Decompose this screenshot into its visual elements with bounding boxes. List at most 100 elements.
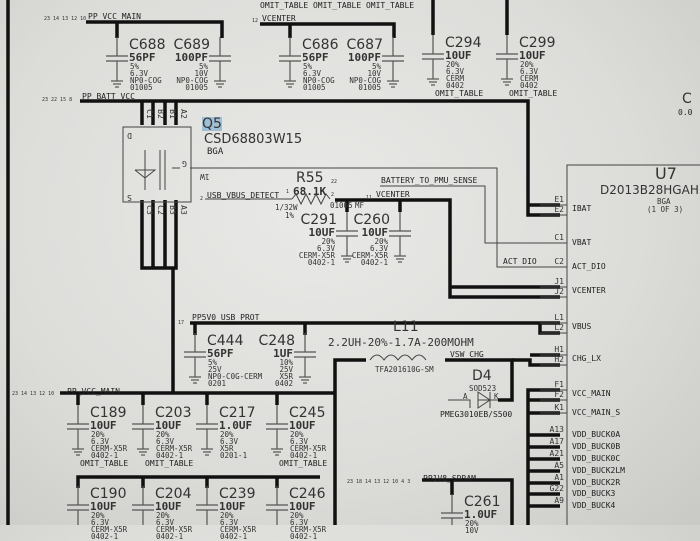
u7-pin-number: C1 xyxy=(554,233,564,242)
capacitor-spec: CERM xyxy=(446,74,465,83)
d4-anode: A xyxy=(463,392,468,401)
capacitor-spec: 20% xyxy=(290,430,304,439)
net-label-vcenter: VCENTER xyxy=(262,14,296,23)
d4-part: PMEG3010EB/S500 xyxy=(440,410,513,419)
q5-body-diode xyxy=(134,169,157,179)
capacitor-ref: C687 xyxy=(346,37,384,53)
wire-vcenter-mid xyxy=(335,198,560,299)
wire-q5-source xyxy=(140,200,178,270)
wire-vcenter-top xyxy=(260,22,396,38)
capacitor-spec: 6.3V xyxy=(446,67,465,76)
capacitor-ref: C444 xyxy=(207,333,244,349)
capacitor-value: 10UF xyxy=(445,49,472,62)
capacitor-spec: 6.3V xyxy=(303,69,322,78)
capacitor-spec: 6.3V xyxy=(369,244,388,253)
capacitor-spec: 20% xyxy=(220,511,234,520)
u7-pin-name: VDD_BUCK2R xyxy=(572,478,621,487)
capacitor-value: 10UF xyxy=(219,500,246,513)
net-refs: 23 18 14 13 12 10 4 3 xyxy=(347,479,411,485)
net-refs: 12 xyxy=(252,18,259,24)
capacitor-spec: 01005 xyxy=(185,83,208,92)
r55-power: 1/32W xyxy=(275,203,298,212)
u7-section: (1 OF 3) xyxy=(647,205,684,214)
capacitor-value: 100PF xyxy=(347,51,381,64)
capacitor-spec: CERM-X5R xyxy=(290,525,327,534)
capacitor-spec: 10V xyxy=(465,526,479,535)
capacitor-spec: 0402-1 xyxy=(290,532,318,541)
capacitor-ref: C261 xyxy=(464,494,501,510)
inductor-l11-symbol xyxy=(369,354,427,361)
u7-pin-name: IBAT xyxy=(572,204,592,213)
capacitor-spec: 0402-1 xyxy=(290,451,318,460)
capacitor-ref: C189 xyxy=(90,405,127,421)
wire-act-dio xyxy=(190,167,567,268)
u7-pin-number: A5 xyxy=(554,461,564,470)
capacitor-symbols xyxy=(67,35,518,525)
resistor-r55-symbol xyxy=(291,192,331,206)
capacitor-spec: 0402 xyxy=(446,81,465,90)
q5-pin: C3 xyxy=(144,205,154,215)
capacitor-ref: C294 xyxy=(445,35,482,51)
u7-pin-name: VDD_BUCK3 xyxy=(572,489,616,498)
net-label-pp-batt-vcc: PP_BATT_VCC xyxy=(82,92,135,101)
u7-pin-name: VDD_BUCK0C xyxy=(572,454,621,463)
l11-value: 2.2UH-20%-1.7A-200MOHM xyxy=(328,336,474,349)
u7-pin-number: J2 xyxy=(554,287,564,296)
wire-charger xyxy=(333,358,366,525)
u7-pin-number: E1 xyxy=(554,195,564,204)
capacitor-ref: C260 xyxy=(353,212,391,228)
net-refs: 23 14 13 12 10 xyxy=(44,16,87,22)
capacitor-value: 56PF xyxy=(129,51,156,64)
u7-pin-name: ACT_DIO xyxy=(572,262,606,271)
capacitor-value: 56PF xyxy=(302,51,329,64)
r55-pin2: 2 xyxy=(331,192,335,198)
r55-ref: R55 xyxy=(296,170,324,186)
capacitor-spec: 10V xyxy=(194,69,208,78)
u7-pin-name: VCENTER xyxy=(572,286,606,295)
capacitor-value: 10UF xyxy=(308,226,336,239)
d4-package: SOD523 xyxy=(469,384,497,393)
r55-tolerance: 1% xyxy=(285,211,295,220)
u7-pin-number: C2 xyxy=(554,257,564,266)
net-refs: 22 xyxy=(331,179,338,185)
capacitor-omit-tag: OMIT_TABLE xyxy=(80,459,129,468)
capacitor-spec: CERM-X5R xyxy=(351,251,388,260)
u7-pin-number: A21 xyxy=(549,449,564,458)
net-label-usb-vbus-detect: USB_VBUS_DETECT xyxy=(207,191,280,200)
capacitor-ref: C245 xyxy=(289,405,326,421)
capacitor-spec: 6.3V xyxy=(91,437,110,446)
omit-table-tags: OMIT_TABLE OMIT_TABLE OMIT_TABLE xyxy=(260,1,415,10)
capacitor-spec: CERM-X5R xyxy=(220,525,257,534)
capacitor-ref: C203 xyxy=(155,405,192,421)
capacitor-spec: 01005 xyxy=(358,83,381,92)
net-label-act-dio: ACT DIO xyxy=(503,257,537,266)
u7-body xyxy=(566,164,700,525)
capacitor-ref: C217 xyxy=(219,405,256,421)
capacitor-ref: C291 xyxy=(300,212,338,228)
capacitor-spec: 5% xyxy=(371,62,381,71)
capacitor-spec: X5R xyxy=(279,372,293,381)
capacitor-spec: 01005 xyxy=(130,83,153,92)
u7-pin-name: VCC_MAIN_S xyxy=(572,408,621,417)
capacitor-value: 10UF xyxy=(361,226,389,239)
q5-pin: A2 xyxy=(178,109,188,119)
q5-ref[interactable]: Q5 xyxy=(202,116,222,132)
q5-pin: A3 xyxy=(178,205,188,215)
capacitor-spec: 01005 xyxy=(303,83,326,92)
net-label-pp-vcc-main: PP_VCC_MAIN xyxy=(67,387,120,396)
capacitor-value: 10UF xyxy=(289,419,316,432)
capacitor-spec: CERM-X5R xyxy=(156,525,193,534)
net-refs: 2 xyxy=(200,196,204,202)
capacitor-spec: 6.3V xyxy=(316,244,335,253)
net-label-vcenter: VCENTER xyxy=(376,190,410,199)
capacitor-spec: 20% xyxy=(156,511,170,520)
capacitor-spec: NP0-C0G-CERM xyxy=(208,372,263,381)
capacitor-spec: 6.3V xyxy=(220,518,239,527)
net-refs: 23 14 13 12 10 xyxy=(12,391,55,397)
capacitor-ref: C246 xyxy=(289,486,326,502)
capacitor-spec: CERM xyxy=(520,74,539,83)
capacitor-spec: 6.3V xyxy=(220,437,239,446)
capacitor-spec: CERM-X5R xyxy=(156,444,193,453)
capacitor-value: 10UF xyxy=(90,500,117,513)
q5-pin: C2 xyxy=(155,205,165,215)
